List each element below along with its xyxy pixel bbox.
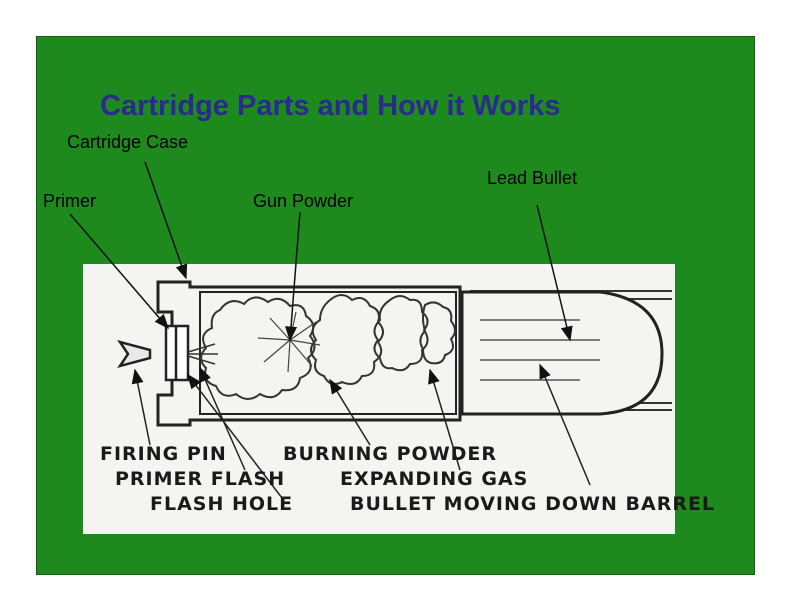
primer-flash-lines [187,343,218,365]
label-cartridge-case: Cartridge Case [67,132,189,152]
lead-bullet-arrow [536,204,573,342]
lead-bullet-shape [460,290,664,416]
caption-flash-hole: FLASH HOLE [150,493,293,515]
burning-powder-clouds [200,294,456,400]
slide-title: Cartridge Parts and How it Works [100,90,561,122]
label-pointer-arrows [69,161,573,342]
primer-shape [164,324,190,382]
firing-pin-shape [117,339,152,369]
label-primer: Primer [43,191,96,211]
label-gun-powder: Gun Powder [253,191,354,211]
caption-leader-lines [131,363,591,499]
caption-bullet-moving: BULLET MOVING DOWN BARREL [350,493,715,515]
bullet-motion-lines [480,319,600,381]
caption-primer-flash: PRIMER FLASH [115,468,285,490]
cartridge-case-arrow [144,161,188,280]
primer-arrow [69,213,169,330]
caption-expanding-gas: EXPANDING GAS [340,468,528,490]
label-lead-bullet: Lead Bullet [487,168,578,188]
gun-powder-arrow [285,211,301,342]
caption-firing-pin: FIRING PIN [100,443,227,465]
caption-burning-powder: BURNING POWDER [283,443,497,465]
